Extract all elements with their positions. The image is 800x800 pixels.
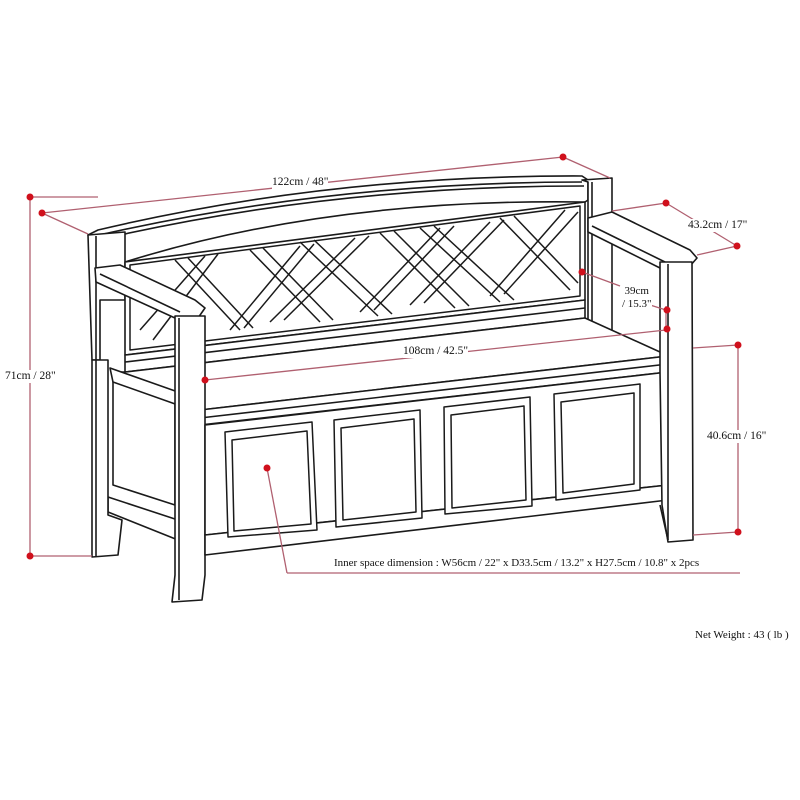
storage-panel-3 — [443, 396, 533, 515]
label-back-height: 39cm / 15.3" — [622, 285, 652, 311]
label-overall-width: 122cm / 48" — [272, 176, 329, 190]
dim-dot — [663, 306, 671, 314]
dim-dot — [263, 464, 271, 472]
label-net-weight: Net Weight : 43 ( lb ) — [695, 629, 789, 642]
dimension-dots — [26, 153, 742, 560]
bench-outline — [87, 175, 698, 603]
label-back-height-in: / 15.3" — [622, 297, 652, 310]
left-front-post — [171, 315, 206, 603]
dim-dot — [663, 325, 671, 333]
storage-panel-1 — [224, 421, 318, 538]
dim-dot — [559, 153, 567, 161]
left-back-post — [87, 231, 126, 361]
label-inner-space: Inner space dimension : W56cm / 22" x D3… — [334, 557, 700, 569]
dim-line-inner-space — [266, 467, 288, 574]
right-front-post — [659, 261, 694, 543]
storage-panels — [224, 383, 641, 538]
dim-dot — [201, 376, 209, 384]
dim-dot — [734, 341, 742, 349]
label-back-height-cm: 39cm — [624, 285, 649, 297]
storage-panel-2 — [333, 409, 423, 528]
dim-dot — [26, 552, 34, 560]
label-seat-width: 108cm / 42.5" — [403, 345, 469, 359]
dim-dot — [38, 209, 46, 217]
right-armrest — [587, 211, 698, 269]
dim-dot — [734, 528, 742, 536]
dim-dot — [662, 199, 670, 207]
label-seat-height: 40.6cm / 16" — [707, 430, 767, 444]
dim-dot — [578, 268, 586, 276]
label-overall-depth: 43.2cm / 17" — [688, 219, 748, 233]
storage-panel-4 — [553, 383, 641, 501]
dim-dot — [26, 193, 34, 201]
lattice-pattern — [129, 205, 581, 351]
dim-dot — [733, 242, 741, 250]
label-overall-height: 71cm / 28" — [5, 370, 56, 384]
left-armrest — [94, 264, 206, 319]
left-back-leg — [91, 359, 123, 558]
